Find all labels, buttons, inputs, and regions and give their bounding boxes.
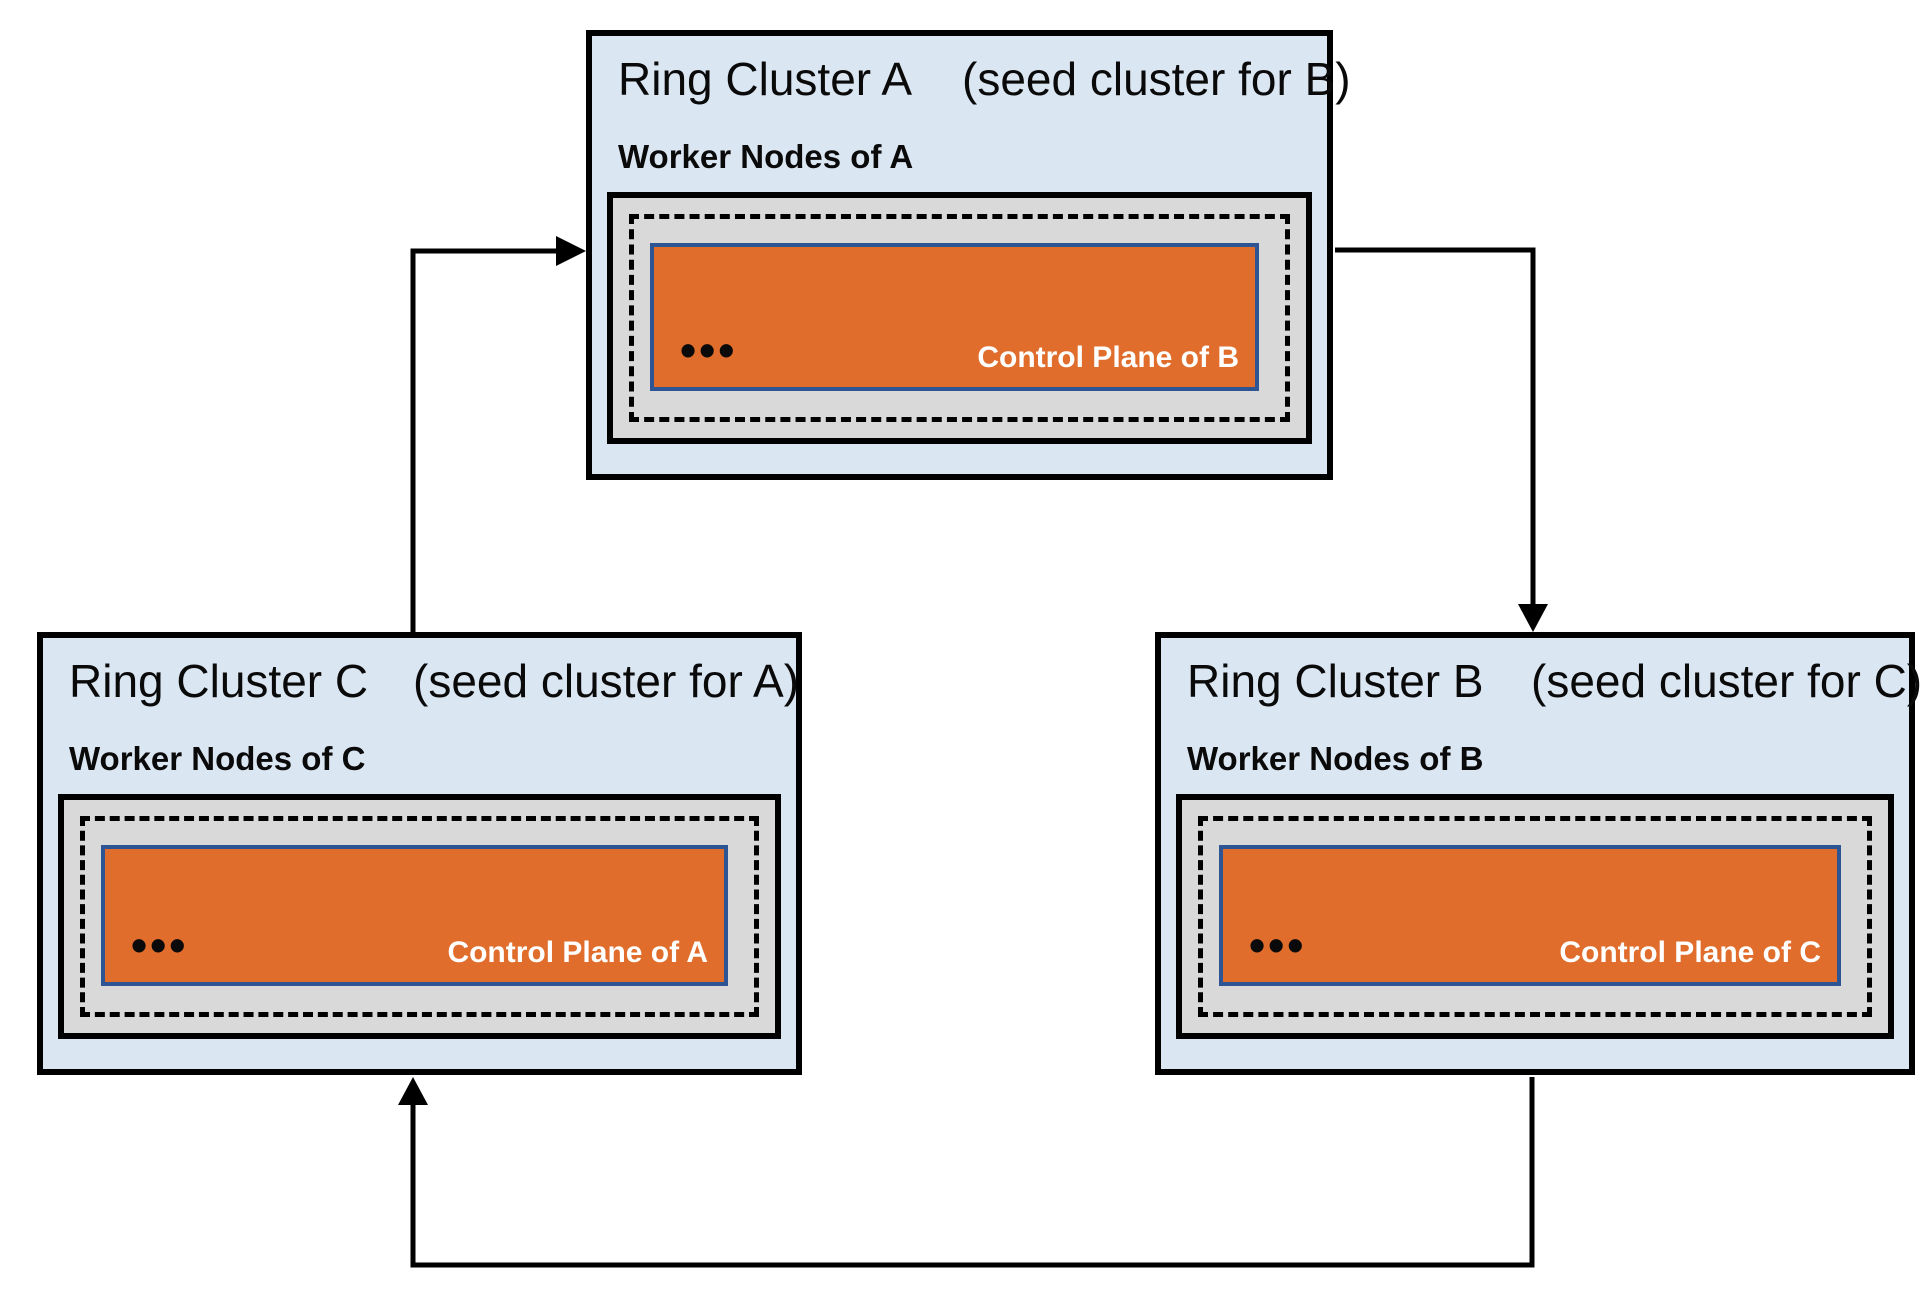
connector-c-to-a — [410, 248, 556, 634]
cluster-b-title: Ring Cluster B — [1187, 655, 1484, 707]
arrowhead-a-to-b — [1518, 604, 1548, 632]
control-plane-of-a-box: ••• Control Plane of A — [101, 845, 728, 986]
arrowhead-c-to-a — [556, 236, 586, 266]
control-plane-of-a-label: Control Plane of A — [447, 936, 708, 969]
arrowhead-b-to-c — [398, 1077, 428, 1105]
ellipsis-dots: ••• — [131, 919, 189, 971]
dashed-boundary-c: ••• Control Plane of A — [80, 816, 759, 1017]
cluster-b-subtitle: (seed cluster for C) — [1531, 655, 1923, 707]
dashed-boundary-a: ••• Control Plane of B — [629, 214, 1290, 422]
worker-nodes-of-a-label: Worker Nodes of A — [618, 138, 914, 175]
worker-nodes-of-b-label: Worker Nodes of B — [1187, 740, 1484, 777]
worker-nodes-of-c-label: Worker Nodes of C — [69, 740, 366, 777]
ellipsis-dots: ••• — [1249, 919, 1307, 971]
cluster-a-box: Ring Cluster A (seed cluster for B) Work… — [586, 30, 1351, 480]
control-plane-of-c-box: ••• Control Plane of C — [1219, 845, 1841, 986]
cluster-a-subtitle: (seed cluster for B) — [962, 53, 1351, 105]
dashed-boundary-b: ••• Control Plane of C — [1198, 816, 1872, 1017]
control-plane-of-b-box: ••• Control Plane of B — [650, 243, 1259, 391]
cluster-c-title: Ring Cluster C — [69, 655, 369, 707]
cluster-c-subtitle: (seed cluster for A) — [413, 655, 800, 707]
ellipsis-dots: ••• — [680, 324, 738, 376]
control-plane-of-c-label: Control Plane of C — [1559, 936, 1821, 969]
cluster-b-box: Ring Cluster B (seed cluster for C) Work… — [1155, 632, 1922, 1075]
cluster-c-box: Ring Cluster C (seed cluster for A) Work… — [37, 632, 802, 1075]
worker-nodes-of-c-box: ••• Control Plane of A — [58, 794, 781, 1039]
connector-b-to-c — [410, 1077, 1535, 1268]
control-plane-of-b-label: Control Plane of B — [977, 341, 1239, 374]
cluster-a-title: Ring Cluster A — [618, 53, 913, 105]
connector-a-to-b — [1335, 247, 1536, 604]
worker-nodes-of-b-box: ••• Control Plane of C — [1176, 794, 1894, 1039]
worker-nodes-of-a-box: ••• Control Plane of B — [607, 192, 1312, 444]
